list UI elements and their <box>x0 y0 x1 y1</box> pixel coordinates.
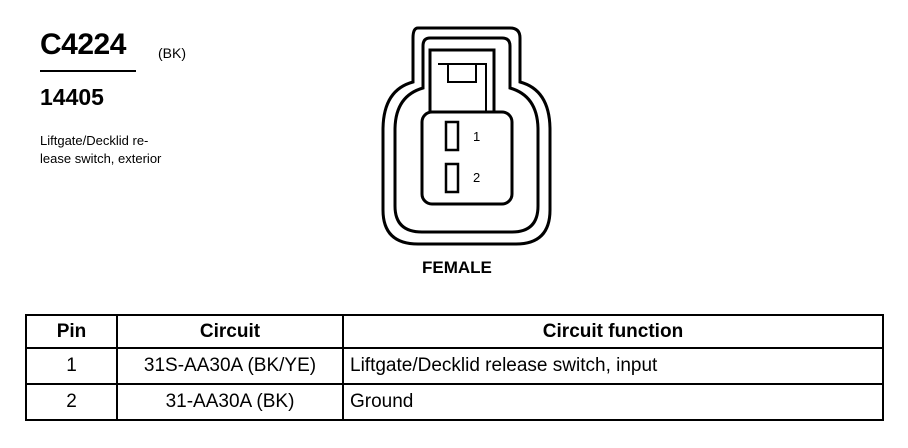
pin-label-1: 1 <box>473 129 481 144</box>
part-number: 14405 <box>40 84 104 110</box>
cell-function: Ground <box>342 383 884 421</box>
header-pin: Pin <box>25 314 118 349</box>
header-circuit-function: Circuit function <box>342 314 884 349</box>
pin-cavity-2 <box>444 162 460 194</box>
header-circuit: Circuit <box>116 314 344 349</box>
cell-circuit: 31-AA30A (BK) <box>116 383 344 421</box>
connector-color: (BK) <box>158 45 186 61</box>
table-row: 1 31S-AA30A (BK/YE) Liftgate/Decklid rel… <box>25 347 884 385</box>
pinout-table: Pin Circuit Circuit function 1 31S-AA30A… <box>25 314 884 421</box>
pin-label-2: 2 <box>473 170 481 185</box>
cell-circuit: 31S-AA30A (BK/YE) <box>116 347 344 385</box>
connector-gender: FEMALE <box>422 258 492 277</box>
cell-pin: 2 <box>25 383 118 421</box>
pin-cavity-1 <box>444 120 460 152</box>
connector-face-diagram: 1 2 <box>378 20 553 255</box>
table-row: 2 31-AA30A (BK) Ground <box>25 383 884 421</box>
cell-pin: 1 <box>25 347 118 385</box>
connector-outline <box>381 26 552 246</box>
connector-id: C4224 <box>40 28 126 61</box>
connector-description: Liftgate/Decklid re- lease switch, exter… <box>40 133 162 166</box>
cell-function: Liftgate/Decklid release switch, input <box>342 347 884 385</box>
title-underline <box>40 70 136 72</box>
table-header-row: Pin Circuit Circuit function <box>25 314 884 349</box>
